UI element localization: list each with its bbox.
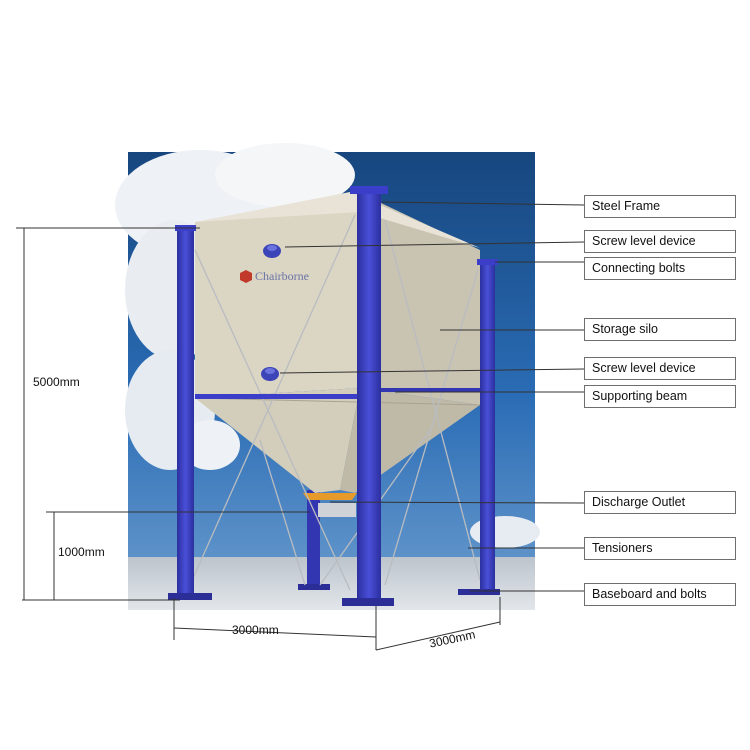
tension-cables xyxy=(189,214,481,591)
ground xyxy=(128,557,535,610)
steel-frame xyxy=(168,186,500,606)
logo-text: Chairborne xyxy=(255,269,309,283)
callout-supporting-beam: Supporting beam xyxy=(584,385,736,408)
callout-tensioners: Tensioners xyxy=(584,537,736,560)
dimension-outlet-height: 1000mm xyxy=(58,545,105,559)
dimension-total-height: 5000mm xyxy=(33,375,80,389)
callout-screw-level-device-top: Screw level device xyxy=(584,230,736,253)
chairborne-logo: Chairborne xyxy=(240,269,309,283)
back-post xyxy=(298,490,330,590)
callout-screw-level-device-bottom: Screw level device xyxy=(584,357,736,380)
discharge-outlet xyxy=(303,493,357,517)
callout-steel-frame: Steel Frame xyxy=(584,195,736,218)
dimension-width-front: 3000mm xyxy=(232,623,279,637)
leader-lines xyxy=(279,201,585,592)
callout-storage-silo: Storage silo xyxy=(584,318,736,341)
screw-level-device-top xyxy=(263,244,281,258)
callout-baseboard-and-bolts: Baseboard and bolts xyxy=(584,583,736,606)
dimension-lines xyxy=(16,227,501,651)
screw-level-device-bottom xyxy=(261,367,279,381)
callout-discharge-outlet: Discharge Outlet xyxy=(584,491,736,514)
callout-connecting-bolts: Connecting bolts xyxy=(584,257,736,280)
